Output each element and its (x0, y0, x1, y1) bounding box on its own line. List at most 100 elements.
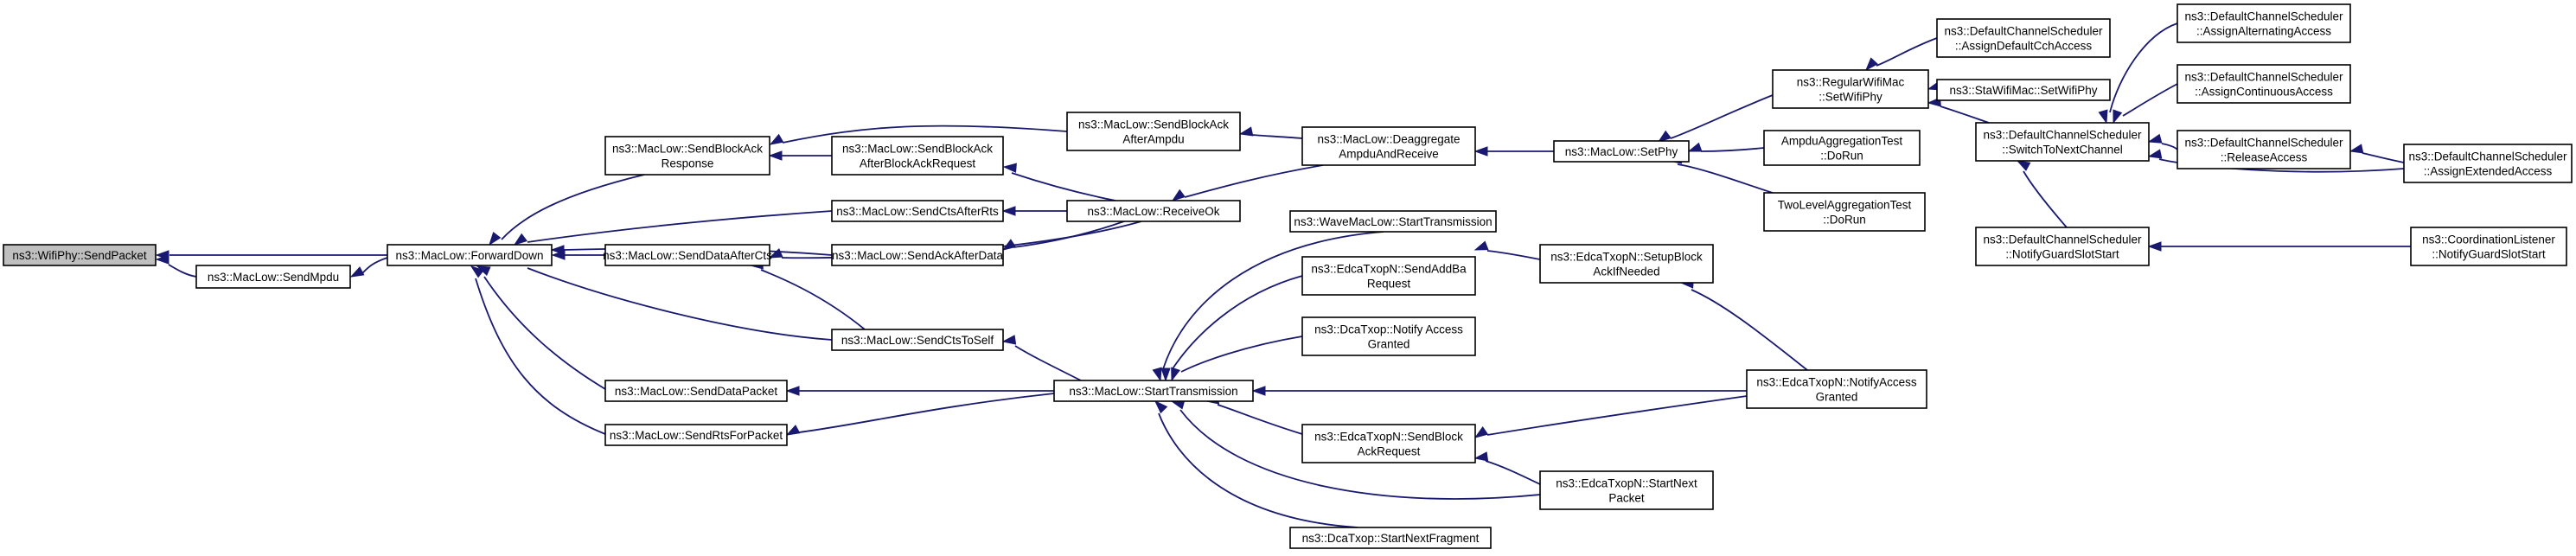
edge-n17-to-n13 (1171, 336, 1303, 382)
node-n20[interactable]: ns3::MacLow::SetPhy (1553, 140, 1690, 163)
arrowhead-icon (1251, 386, 1266, 396)
node-box (1936, 18, 2111, 58)
node-box (1772, 69, 1929, 109)
node-n4[interactable]: ns3::MacLow::SendBlockAckAfterBlockAckRe… (831, 136, 1004, 176)
node-n9[interactable]: ns3::MacLow::SendDataPacket (604, 380, 788, 402)
node-label: ::ReleaseAccess (2221, 151, 2308, 164)
node-box (1301, 424, 1476, 463)
node-n33[interactable]: ns3::DefaultChannelScheduler::AssignExte… (2403, 144, 2573, 183)
node-box (387, 244, 553, 266)
node-n29[interactable]: ns3::DefaultChannelScheduler::SwitchToNe… (1975, 122, 2150, 162)
node-label: ::AssignAlternatingAccess (2196, 25, 2331, 38)
edge-n12-to-n5 (1001, 206, 1067, 216)
edge-n22-to-n13 (1251, 386, 1747, 396)
node-n7[interactable]: ns3::MacLow::SendDataAfterCts (603, 244, 772, 266)
node-n0[interactable]: ns3::WifiPhy::SendPacket (3, 244, 157, 266)
node-label: TwoLevelAggregationTest (1778, 199, 1912, 212)
arrowhead-icon (1154, 399, 1168, 414)
node-n2[interactable]: ns3::MacLow::ForwardDown (387, 244, 553, 266)
arrowhead-icon (768, 248, 783, 259)
node-label: ns3::DefaultChannelScheduler (1944, 25, 2103, 38)
arrowhead-icon (1002, 163, 1017, 173)
arrowhead-icon (2147, 133, 2163, 144)
arrowhead-icon (1864, 57, 1878, 72)
node-label: Granted (1816, 391, 1858, 404)
node-n32[interactable]: ns3::DefaultChannelScheduler::ReleaseAcc… (2176, 130, 2351, 169)
node-n15[interactable]: ns3::WaveMacLow::StartTransmission (1289, 210, 1497, 233)
node-n13[interactable]: ns3::MacLow::StartTransmission (1053, 380, 1254, 402)
arrowhead-icon (2016, 160, 2031, 171)
node-n34[interactable]: ns3::DefaultChannelScheduler::NotifyGuar… (1975, 227, 2150, 266)
edge-n19-to-n13 (1154, 399, 1358, 528)
edge-n7-to-n2 (551, 250, 605, 260)
edge-line (1162, 231, 1384, 370)
node-label: ns3::EdcaTxopN::SendAddBa (1311, 263, 1467, 276)
edge-line (2158, 158, 2405, 173)
node-label: ns3::MacLow::SendBlockAck (612, 143, 763, 156)
edge-n22-to-n21 (1679, 278, 1808, 371)
node-label: ns3::MacLow::SendAckAfterData (832, 249, 1004, 262)
edge-n15-to-n13 (1152, 231, 1384, 382)
node-n1[interactable]: ns3::MacLow::SendMpdu (195, 265, 351, 289)
node-label: ns3::CoordinationListener (2422, 233, 2555, 246)
node-n19[interactable]: ns3::DcaTxop::StartNextFragment (1289, 527, 1492, 549)
edge-n30-to-n29 (2098, 22, 2178, 125)
node-n25[interactable]: AmpduAggregationTest::DoRun (1763, 130, 1921, 166)
node-label: ns3::DefaultChannelScheduler (2408, 150, 2567, 163)
node-label: AckRequest (1358, 445, 1421, 458)
node-label: ns3::MacLow::SendDataAfterCts (603, 249, 772, 262)
node-box (604, 424, 788, 446)
arrowhead-icon (1657, 130, 1672, 143)
node-box (1763, 130, 1921, 166)
node-label: ::SetWifiPhy (1819, 91, 1882, 104)
edge-n16-to-n13 (1160, 275, 1303, 382)
node-n31[interactable]: ns3::DefaultChannelScheduler::AssignCont… (2176, 64, 2351, 104)
edge-n5-to-n2 (513, 210, 833, 246)
node-box (831, 136, 1004, 176)
edge-n14-to-n11 (1238, 126, 1303, 139)
edge-line (527, 210, 833, 243)
node-n10[interactable]: ns3::MacLow::SendRtsForPacket (604, 424, 788, 446)
edge-line (1700, 147, 1765, 152)
node-n30[interactable]: ns3::DefaultChannelScheduler::AssignAlte… (2176, 3, 2351, 43)
node-n28[interactable]: ns3::StaWifiMac::SetWifiPhy (1936, 79, 2111, 101)
node-n24[interactable]: ns3::RegularWifiMac::SetWifiPhy (1772, 69, 1929, 109)
arrowhead-icon (1171, 189, 1186, 201)
arrowhead-icon (785, 425, 801, 436)
node-n27[interactable]: ns3::DefaultChannelScheduler::AssignDefa… (1936, 18, 2111, 58)
node-n8[interactable]: ns3::MacLow::SendCtsToSelf (831, 329, 1004, 351)
edge-line (1691, 289, 1808, 371)
node-label: ::NotifyGuardSlotStart (2005, 248, 2119, 261)
node-label: AmpduAggregationTest (1781, 135, 1903, 148)
node-n35[interactable]: ns3::CoordinationListener::NotifyGuardSl… (2410, 227, 2567, 266)
node-n6[interactable]: ns3::MacLow::SendAckAfterData (831, 244, 1004, 266)
edge-line (1014, 345, 1082, 381)
edge-line (361, 257, 388, 274)
edge-line (501, 174, 645, 240)
edge-n32-to-n29 (2147, 133, 2178, 150)
node-label: ns3::DefaultChannelScheduler (1983, 233, 2142, 246)
node-box (831, 329, 1004, 351)
node-label: ns3::EdcaTxopN::SendBlock (1314, 431, 1463, 444)
node-box (2176, 130, 2351, 169)
node-box (604, 244, 770, 266)
arrowhead-icon (2147, 149, 2163, 159)
node-n26[interactable]: TwoLevelAggregationTest::DoRun (1763, 192, 1926, 232)
edge-n11-to-n3 (769, 125, 1068, 145)
node-n5[interactable]: ns3::MacLow::SendCtsAfterRts (831, 200, 1004, 222)
node-label: ns3::EdcaTxopN::StartNext (1556, 477, 1697, 490)
node-label: ns3::MacLow::SendBlockAck (1078, 118, 1229, 131)
node-n12[interactable]: ns3::MacLow::ReceiveOk (1066, 200, 1241, 222)
node-label: ns3::DefaultChannelScheduler (2184, 71, 2343, 84)
arrowhead-icon (1001, 335, 1017, 345)
node-label: ns3::MacLow::StartTransmission (1069, 385, 1237, 398)
